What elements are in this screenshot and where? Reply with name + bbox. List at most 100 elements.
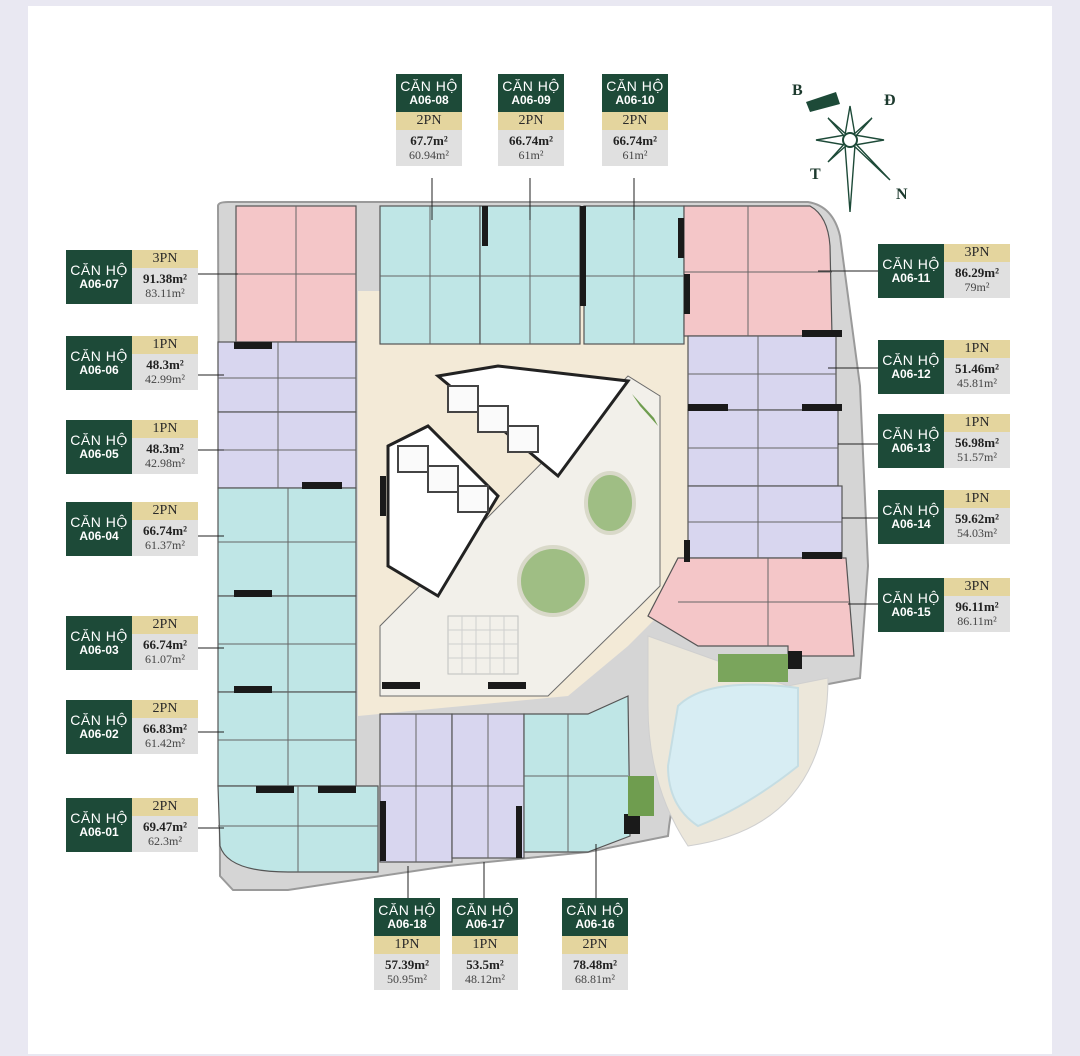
unit-area-total: 56.98m² bbox=[955, 434, 999, 450]
unit-type: 2PN bbox=[132, 502, 198, 520]
unit-title: CĂN HỘ bbox=[70, 628, 128, 645]
compass-rose bbox=[806, 92, 891, 213]
compass-letter-d: Đ bbox=[884, 92, 896, 109]
unit-area-total: 66.74m² bbox=[143, 522, 187, 538]
unit-title: CĂN HỘ bbox=[566, 902, 624, 919]
unit-type: 1PN bbox=[944, 340, 1010, 358]
unit-title: CĂN HỘ bbox=[456, 902, 514, 919]
unit-area-net: 54.03m² bbox=[957, 525, 997, 540]
unit-area-net: 61.07m² bbox=[145, 651, 185, 666]
unit-type: 1PN bbox=[132, 420, 198, 438]
unit-area-net: 83.11m² bbox=[145, 285, 185, 300]
compass-letter-b: B bbox=[792, 82, 803, 99]
unit-title: CĂN HỘ bbox=[882, 502, 940, 519]
unit-area-total: 86.29m² bbox=[955, 264, 999, 280]
unit-type: 2PN bbox=[132, 616, 198, 634]
interior-walls bbox=[218, 206, 850, 872]
units-left bbox=[217, 205, 379, 873]
unit-title: CĂN HỘ bbox=[882, 256, 940, 273]
unit-area-total: 67.7m² bbox=[410, 132, 448, 148]
unit-type: 1PN bbox=[452, 936, 518, 954]
unit-title: CĂN HỘ bbox=[400, 78, 458, 95]
unit-code: A06-12 bbox=[891, 367, 931, 382]
unit-area-net: 48.12m² bbox=[465, 971, 505, 986]
compass-letter-n: N bbox=[896, 186, 908, 203]
unit-code: A06-04 bbox=[79, 529, 119, 544]
unit-area-total: 57.39m² bbox=[385, 956, 429, 972]
unit-title: CĂN HỘ bbox=[70, 432, 128, 449]
unit-area-total: 66.83m² bbox=[143, 720, 187, 736]
unit-area-total: 78.48m² bbox=[573, 956, 617, 972]
unit-code: A06-16 bbox=[575, 917, 615, 932]
unit-title: CĂN HỘ bbox=[882, 426, 940, 443]
unit-title: CĂN HỘ bbox=[378, 902, 436, 919]
unit-title: CĂN HỘ bbox=[606, 78, 664, 95]
unit-area-total: 66.74m² bbox=[613, 132, 657, 148]
courtyard-lawn bbox=[517, 545, 589, 617]
swimming-pool bbox=[666, 683, 799, 828]
courtyard-planter bbox=[584, 471, 636, 535]
unit-title: CĂN HỘ bbox=[502, 78, 560, 95]
unit-type: 2PN bbox=[562, 936, 628, 954]
unit-area-net: 62.3m² bbox=[148, 833, 182, 848]
unit-title: CĂN HỘ bbox=[882, 590, 940, 607]
unit-title: CĂN HỘ bbox=[70, 810, 128, 827]
unit-a06-12-plan bbox=[687, 335, 837, 411]
unit-type: 3PN bbox=[944, 578, 1010, 596]
unit-code: A06-07 bbox=[79, 277, 119, 292]
courtyard-paving bbox=[447, 615, 519, 675]
unit-code: A06-14 bbox=[891, 517, 931, 532]
unit-area-net: 61.42m² bbox=[145, 735, 185, 750]
unit-type: 2PN bbox=[602, 112, 668, 130]
unit-type: 1PN bbox=[944, 490, 1010, 508]
planter-strip bbox=[628, 776, 654, 816]
unit-area-total: 91.38m² bbox=[143, 270, 187, 286]
unit-type: 1PN bbox=[374, 936, 440, 954]
units-top bbox=[379, 205, 833, 345]
unit-area-net: 61m² bbox=[622, 147, 648, 162]
unit-area-total: 66.74m² bbox=[143, 636, 187, 652]
unit-a06-06-plan bbox=[217, 341, 357, 413]
unit-code: A06-01 bbox=[79, 825, 119, 840]
unit-title: CĂN HỘ bbox=[70, 712, 128, 729]
leader-lines bbox=[198, 178, 878, 901]
floor-plan-drawing bbox=[198, 92, 891, 901]
unit-area-net: 61.37m² bbox=[145, 537, 185, 552]
unit-code: A06-09 bbox=[511, 93, 551, 108]
unit-area-net: 50.95m² bbox=[387, 971, 427, 986]
unit-area-net: 51.57m² bbox=[957, 449, 997, 464]
unit-code: A06-06 bbox=[79, 363, 119, 378]
unit-type: 3PN bbox=[944, 244, 1010, 262]
unit-type: 1PN bbox=[132, 336, 198, 354]
unit-code: A06-13 bbox=[891, 441, 931, 456]
unit-area-net: 79m² bbox=[964, 279, 990, 294]
unit-code: A06-10 bbox=[615, 93, 655, 108]
unit-area-total: 66.74m² bbox=[509, 132, 553, 148]
unit-a06-16-plan bbox=[523, 695, 631, 853]
unit-area-total: 96.11m² bbox=[955, 598, 999, 614]
unit-area-total: 53.5m² bbox=[466, 956, 504, 972]
unit-a06-11-plan bbox=[683, 205, 833, 337]
structural-columns bbox=[234, 206, 842, 861]
unit-area-net: 60.94m² bbox=[409, 147, 449, 162]
unit-area-net: 68.81m² bbox=[575, 971, 615, 986]
